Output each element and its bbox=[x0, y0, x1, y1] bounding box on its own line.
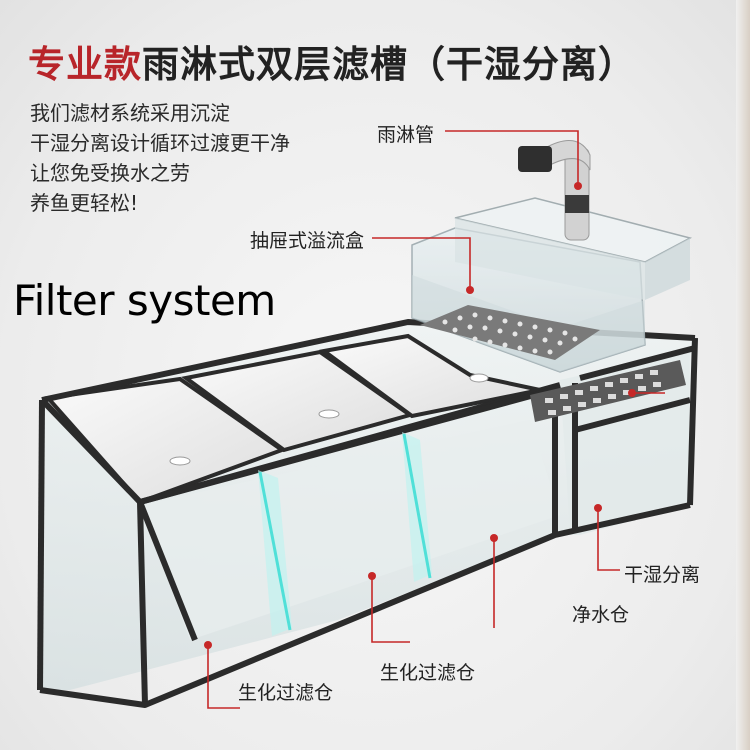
callout-bio-filter-chamber-left: 生化过滤仓 bbox=[238, 682, 334, 704]
callout-clean-water-chamber: 净水仓 bbox=[572, 604, 630, 626]
callout-dry-wet-separation: 干湿分离 bbox=[624, 564, 701, 586]
callout-dot-icon bbox=[204, 182, 636, 649]
overlay-caption: Filter system bbox=[13, 276, 276, 325]
tank-frame bbox=[37, 319, 698, 708]
title-main: 雨淋式双层滤槽（干湿分离） bbox=[142, 42, 636, 86]
callout-lines bbox=[207, 130, 665, 709]
callout-drawer-overflow-box: 抽屉式溢流盒 bbox=[250, 230, 365, 252]
title-accent: 专业款 bbox=[28, 42, 142, 86]
callout-bio-filter-chamber-right: 生化过滤仓 bbox=[380, 662, 476, 684]
glass-dividers bbox=[258, 432, 432, 636]
right-edge-strip bbox=[736, 0, 750, 750]
callout-rain-pipe: 雨淋管 bbox=[377, 124, 435, 146]
page-title: 专业款雨淋式双层滤槽（干湿分离） bbox=[28, 34, 636, 88]
intro-line: 干湿分离设计循环过渡更干净 bbox=[30, 131, 290, 155]
intro-line: 让您免受换水之劳 bbox=[30, 161, 190, 185]
intro-line: 我们滤材系统采用沉淀 bbox=[30, 101, 230, 125]
intro-text: 我们滤材系统采用沉淀 干湿分离设计循环过渡更干净 让您免受换水之劳 养鱼更轻松! bbox=[30, 98, 290, 218]
intro-line: 养鱼更轻松! bbox=[30, 191, 139, 215]
dry-wet-tray bbox=[530, 360, 686, 422]
